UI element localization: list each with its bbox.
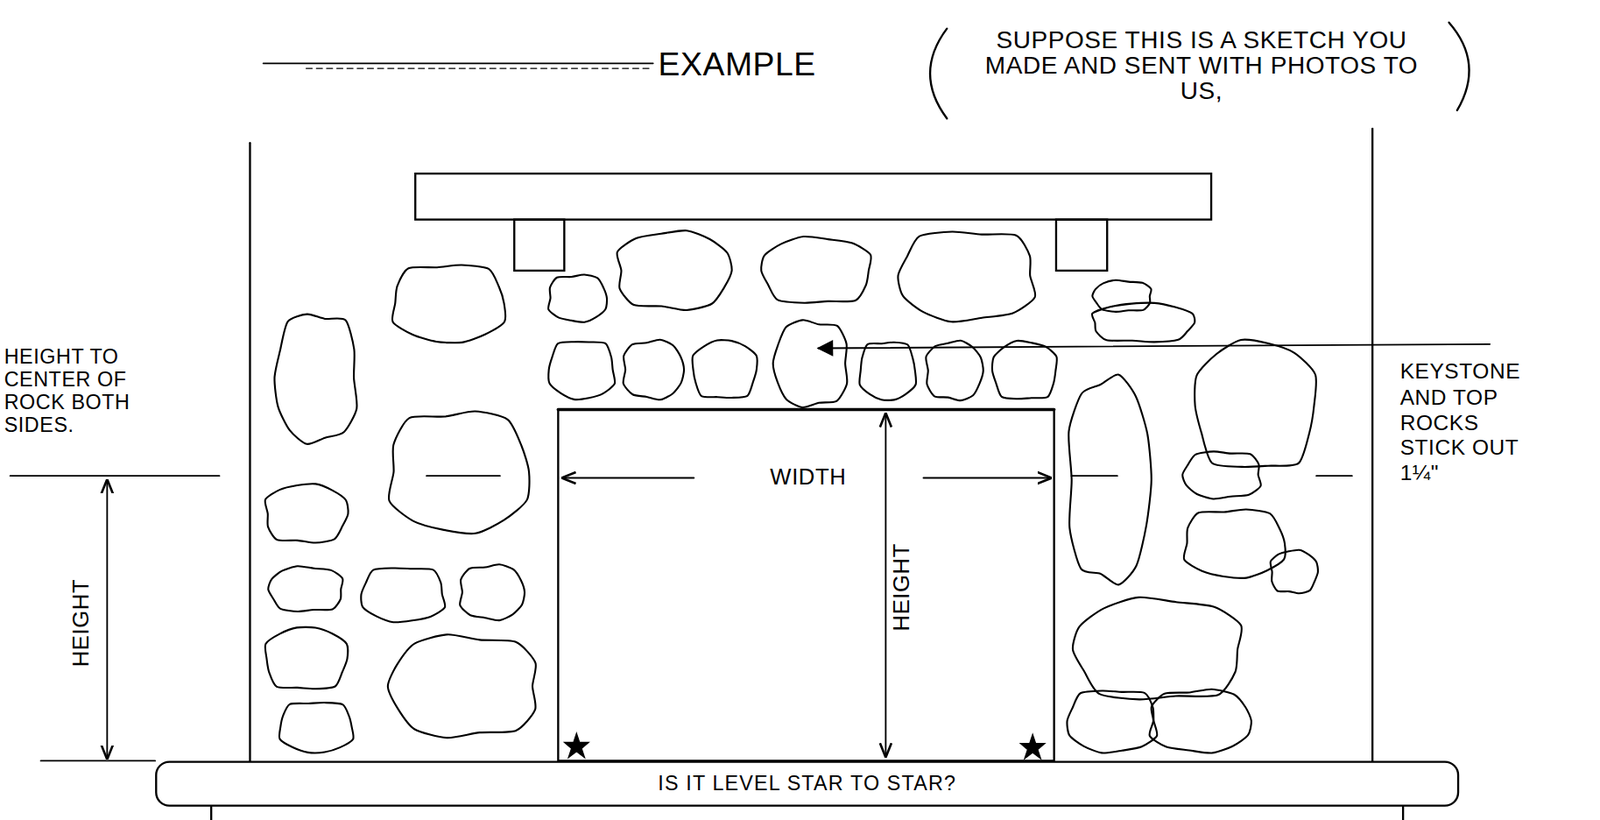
rock-outline [897,232,1036,323]
rock-outline [548,341,615,400]
dimension-label: WIDTH [765,465,853,491]
rock-outline [274,314,357,445]
rock-outline [1270,549,1319,594]
hearth-note: IS IT LEVEL STAR TO STAR? [657,771,957,796]
rock-outline [623,339,684,401]
fireplace-opening [557,408,1054,761]
level-mark [1316,474,1353,477]
rock-outline [617,230,733,311]
sketch-title: EXAMPLE [658,47,863,85]
dimension-arrow [562,477,694,480]
rock-outline [1194,339,1317,467]
rock-outline [761,236,872,304]
star-mark [563,733,589,758]
rock-outline [387,634,536,738]
rock-outline [265,483,349,543]
rock-outline [267,565,343,612]
rock-outline [859,342,917,401]
scribble-line [263,62,654,64]
rock-outline [1182,451,1262,499]
floor-line [210,806,212,820]
rock-outline [548,274,607,322]
rock-outline [388,411,530,535]
rock-outline [692,339,758,398]
level-mark [1071,474,1117,477]
dimension-note: HEIGHT TO CENTER OF ROCK BOTH SIDES. [4,345,158,437]
floor-line [1402,806,1404,820]
parenthesis [1449,22,1470,111]
callout-note: KEYSTONE AND TOP ROCKS STICK OUT 1¼" [1400,359,1544,486]
dimension-arrow [923,477,1051,480]
rock-outline [1068,374,1152,586]
dimension-label: HEIGHT [69,573,95,672]
rock-outline [773,319,848,408]
rock-outline [1149,689,1252,754]
hearth-box: IS IT LEVEL STAR TO STAR? [155,760,1460,806]
rock-outline [279,702,354,753]
wall-line [1371,128,1374,762]
rock-outline [360,567,445,622]
mantel-bracket [1056,219,1107,271]
star-mark [1020,733,1045,759]
rock-outline [459,563,525,621]
leader-line [817,344,1490,349]
dimension-arrow [105,479,108,759]
rock-outline [992,340,1058,399]
rock-outline [1072,597,1242,700]
dimension-arrow [884,413,887,757]
level-mark [426,474,501,477]
note-text: SUPPOSE THIS IS A SKETCH YOU MADE AND SE… [969,26,1434,104]
scribble-line [306,68,654,70]
opening-lintel [557,408,1054,411]
rock-outline [1066,690,1157,753]
level-line [10,474,220,477]
rock-outline [1092,280,1151,312]
wall-line [248,142,251,761]
rock-outline [1184,508,1286,578]
rock-outline [925,340,983,401]
dimension-label: HEIGHT [889,537,916,636]
rock-outline [392,265,506,344]
mantel-bracket [514,219,564,271]
mantel [415,173,1212,219]
parenthesis [930,28,947,120]
rock-outline [1092,303,1195,343]
rock-outline [265,627,348,689]
dimension-baseline [41,759,156,762]
